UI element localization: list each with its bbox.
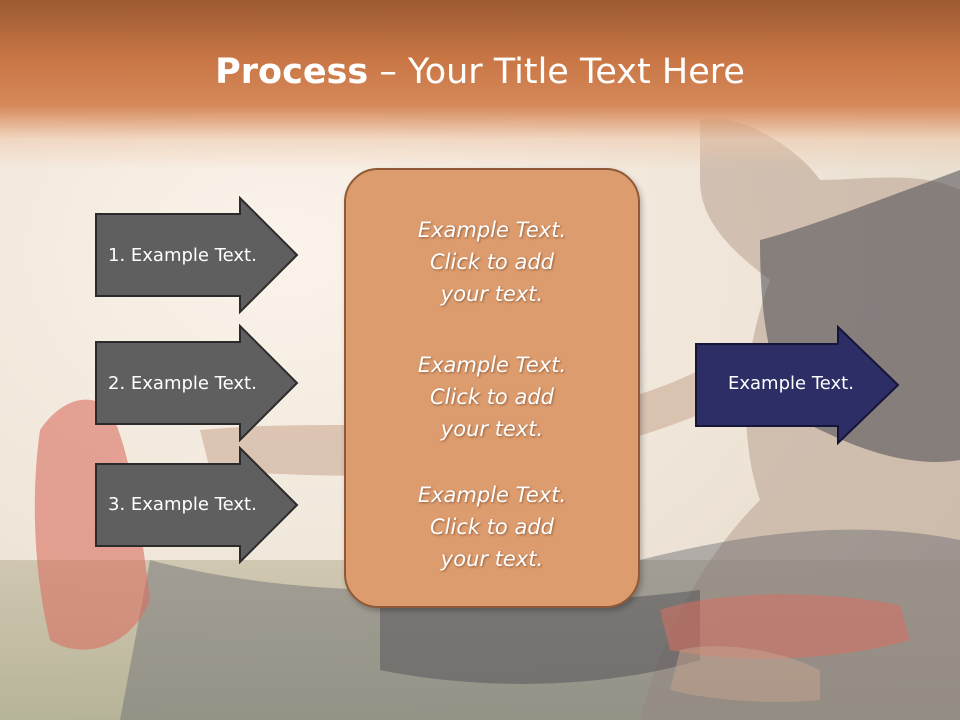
block-1-line-1: Example Text. (417, 218, 567, 242)
center-text-block-3: Example Text. Click to add your text. (346, 479, 638, 575)
block-1-line-3: your text. (440, 282, 544, 306)
left-arrow-2[interactable] (94, 324, 300, 444)
block-2-line-1: Example Text. (417, 353, 567, 377)
left-arrow-3[interactable] (94, 446, 300, 566)
left-arrow-2-label: 2. Example Text. (108, 373, 257, 394)
slide-title[interactable]: Process – Your Title Text Here (0, 52, 960, 92)
block-1-line-2: Click to add (429, 250, 554, 274)
block-2-line-3: your text. (440, 417, 544, 441)
block-2-line-2: Click to add (429, 385, 554, 409)
right-arrow-label: Example Text. (728, 373, 854, 394)
center-text-block-2: Example Text. Click to add your text. (346, 349, 638, 445)
left-arrow-3-label: 3. Example Text. (108, 494, 257, 515)
block-3-line-1: Example Text. (417, 483, 567, 507)
title-dash: – (368, 52, 408, 92)
left-arrow-1-label: 1. Example Text. (108, 245, 257, 266)
right-arrow[interactable] (694, 325, 902, 447)
center-text-box[interactable]: Example Text. Click to add your text. Ex… (344, 168, 640, 608)
center-text-block-1: Example Text. Click to add your text. (346, 214, 638, 310)
title-banner (0, 0, 960, 170)
block-3-line-3: your text. (440, 547, 544, 571)
title-rest: Your Title Text Here (407, 52, 745, 92)
title-bold: Process (215, 52, 369, 92)
block-3-line-2: Click to add (429, 515, 554, 539)
left-arrow-1[interactable] (94, 196, 300, 316)
